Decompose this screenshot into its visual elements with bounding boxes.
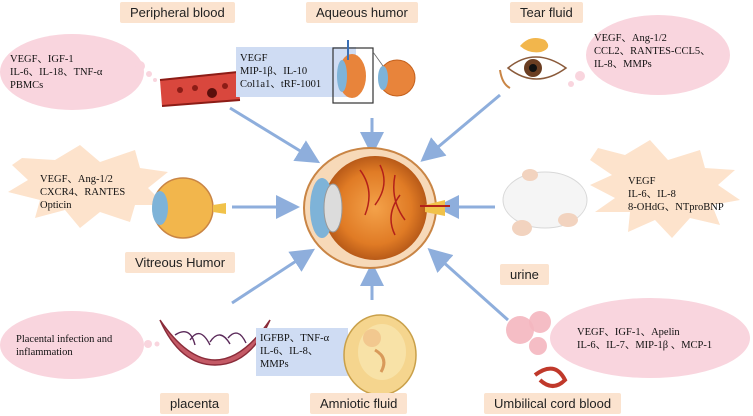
markers-aqueous-humor: VEGF MIP-1β、IL-10 Col1a1、tRF-1001 [240,52,321,91]
tear-eye-illustration [499,38,568,89]
markers-urine: VEGF IL-6、IL-8 8-OHdG、NTproBNP [628,175,724,214]
aqueous-eye-illustration [332,40,416,104]
marker-line: CCL2、RANTES-CCL5、 [594,46,711,57]
label-urine: urine [500,264,549,285]
markers-placenta: Placental infection and inflammation [16,333,112,359]
marker-line: VEGF、IGF-1、Apelin [577,327,680,338]
label-tear-fluid: Tear fluid [510,2,583,23]
marker-line: VEGF、IGF-1 [10,54,74,65]
marker-line: VEGF [628,176,656,187]
marker-line: 8-OHdG、NTproBNP [628,202,724,213]
label-aqueous-humor: Aqueous humor [306,2,418,23]
marker-line: Col1a1、tRF-1001 [240,79,322,90]
baby-illustration [502,169,588,236]
arrow-placenta [231,248,316,305]
marker-line: VEGF、Ang-1/2 [594,33,667,44]
marker-line: Placental infection and [16,334,113,345]
arrow-peripheral-blood [229,106,321,164]
vitreous-eye-illustration [152,177,226,239]
placenta-illustration [159,319,271,366]
markers-peripheral-blood: VEGF、IGF-1 IL-6、IL-18、TNF-α PBMCs [10,53,102,92]
marker-line: MIP-1β、IL-10 [240,66,308,77]
markers-umbilical-cord-blood: VEGF、IGF-1、Apelin IL-6、IL-7、MIP-1β 、MCP-… [577,326,712,352]
central-eye-illustration [303,147,450,269]
markers-amniotic-fluid: IGFBP、TNF-α IL-6、IL-8、 MMPs [260,332,329,371]
markers-vitreous-humor: VEGF、Ang-1/2 CXCR4、RANTES Opticin [40,173,125,212]
label-vitreous-humor: Vitreous Humor [125,252,236,273]
peripheral-blood-bubble [0,34,157,110]
placenta-bubble [0,311,160,379]
blood-vessel-illustration [159,71,241,107]
marker-line: IL-6、IL-18、TNF-α [10,67,103,78]
aqueous-humor-box [236,47,356,97]
umbilical-cord-bubble [550,298,750,378]
fetus-illustration [343,314,417,396]
label-amniotic-fluid: Amniotic fluid [310,393,408,414]
marker-line: IL-6、IL-7、MIP-1β 、MCP-1 [577,340,713,351]
marker-line: PBMCs [10,80,44,91]
tear-fluid-bubble [568,15,730,95]
label-peripheral-blood: Peripheral blood [120,2,235,23]
marker-line: IL-8、MMPs [594,59,652,70]
marker-line: IGFBP、TNF-α [260,333,330,344]
urine-burst [590,140,740,238]
arrow-umbilical-cord [427,247,510,322]
label-umbilical-cord-blood: Umbilical cord blood [484,393,622,414]
vitreous-burst [8,145,168,228]
markers-tear-fluid: VEGF、Ang-1/2 CCL2、RANTES-CCL5、 IL-8、MMPs [594,32,711,71]
marker-line: inflammation [16,347,73,358]
arrows [229,93,510,322]
marker-line: VEGF [240,53,268,64]
arrow-tear-fluid [420,93,501,162]
umbilical-cord-illustration [506,311,568,388]
marker-line: IL-6、IL-8 [628,189,676,200]
marker-line: CXCR4、RANTES [40,187,126,198]
label-placenta: placenta [160,393,230,414]
marker-line: Opticin [40,200,72,211]
marker-line: IL-6、IL-8、 [260,346,319,357]
amniotic-fluid-box [256,328,348,376]
marker-line: VEGF、Ang-1/2 [40,174,113,185]
marker-line: MMPs [260,359,289,370]
